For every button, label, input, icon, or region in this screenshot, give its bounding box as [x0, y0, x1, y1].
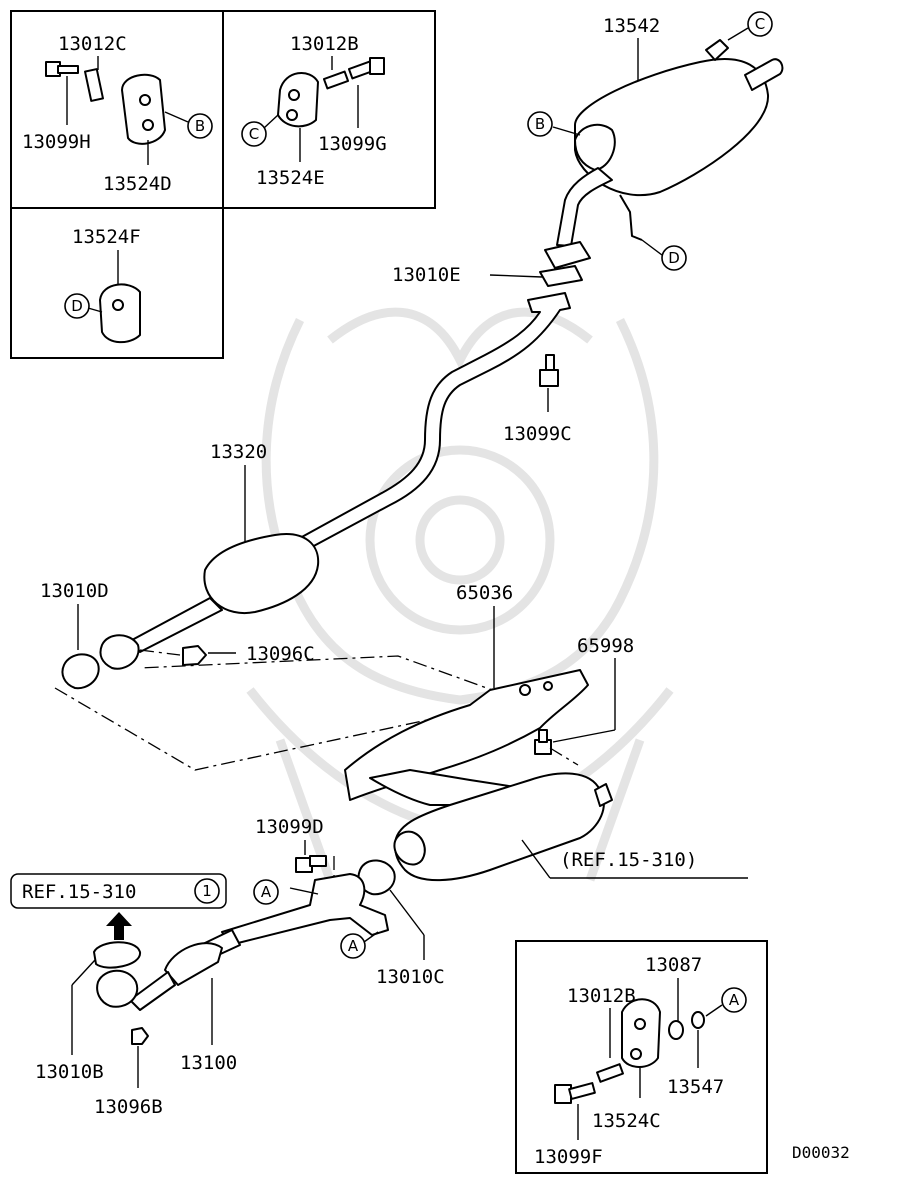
- gasket-13010e: [539, 265, 583, 287]
- nut-13096c: [182, 645, 207, 666]
- hanger-bracket-d: [619, 194, 643, 241]
- svg-text:1: 1: [202, 882, 212, 900]
- nut-13096b: [131, 1027, 149, 1045]
- label-13096c: 13096C: [246, 643, 315, 665]
- center-pipe-13320: [99, 292, 571, 670]
- label-13096b: 13096B: [94, 1096, 163, 1118]
- label-13087: 13087: [645, 954, 702, 976]
- hanger-13524e: [277, 72, 319, 128]
- label-13012c: 13012C: [58, 33, 127, 55]
- label-13010d: 13010D: [40, 580, 109, 602]
- inset-box-bottom: [515, 940, 768, 1174]
- catalytic-converter: [393, 772, 613, 882]
- callout-a-frontpipe-1: [253, 879, 279, 905]
- label-13320: 13320: [210, 441, 267, 463]
- callout-b-muffler: [527, 111, 553, 137]
- main-muffler-13542: [574, 39, 784, 197]
- bolt-65998: [534, 729, 552, 755]
- label-13010e: 13010E: [392, 264, 461, 286]
- svg-text:C: C: [249, 125, 259, 143]
- label-13012b-top: 13012B: [290, 33, 359, 55]
- hanger-13524d: [121, 73, 166, 145]
- bolt-13099f: [554, 1082, 596, 1104]
- label-65998: 65998: [577, 635, 634, 657]
- label-13099g: 13099G: [318, 133, 387, 155]
- label-ref-15-310-catalyst: (REF.15-310): [560, 849, 697, 871]
- ref-box-front[interactable]: [10, 873, 227, 909]
- label-13099h: 13099H: [22, 131, 91, 153]
- svg-text:D: D: [668, 249, 680, 267]
- label-65036: 65036: [456, 582, 513, 604]
- label-13010c: 13010C: [376, 966, 445, 988]
- ref-number-circle: [194, 878, 220, 904]
- callout-a-frontpipe-2: [340, 933, 366, 959]
- callout-a-inset: [721, 987, 747, 1013]
- nut-13547: [691, 1011, 705, 1029]
- label-13099f: 13099F: [534, 1146, 603, 1168]
- svg-text:B: B: [195, 117, 205, 135]
- svg-text:C: C: [755, 15, 765, 33]
- label-13524e: 13524E: [256, 167, 325, 189]
- flange-muffler: [544, 241, 591, 269]
- label-13542: 13542: [603, 15, 660, 37]
- diagram-id: D00032: [792, 1143, 850, 1162]
- svg-text:A: A: [729, 991, 740, 1009]
- washer-13087: [668, 1020, 684, 1040]
- label-ref-15-310-front: REF.15-310: [22, 881, 136, 903]
- callout-b-inset: [187, 113, 213, 139]
- hanger-13524f: [99, 283, 141, 344]
- bolt-13099d: [295, 855, 327, 873]
- svg-text:A: A: [261, 883, 272, 901]
- callout-c-muffler: [747, 11, 773, 37]
- hanger-13524c: [621, 998, 661, 1068]
- svg-text:B: B: [535, 115, 545, 133]
- label-13524d: 13524D: [103, 173, 172, 195]
- pin-13012b-top: [322, 70, 350, 90]
- label-13524c: 13524C: [592, 1110, 661, 1132]
- label-13524f: 13524F: [72, 226, 141, 248]
- label-13010b: 13010B: [35, 1061, 104, 1083]
- gasket-13010d: [61, 653, 100, 690]
- bolt-13099h: [45, 61, 79, 77]
- svg-text:D: D: [71, 297, 83, 315]
- svg-text:A: A: [348, 937, 359, 955]
- callout-d-muffler: [661, 245, 687, 271]
- muffler-inlet-pipe: [556, 167, 613, 247]
- front-pipe-13100: [96, 873, 389, 1011]
- label-13099d: 13099D: [255, 816, 324, 838]
- label-13099c: 13099C: [503, 423, 572, 445]
- bolt-13099c: [539, 354, 559, 387]
- label-13547: 13547: [667, 1076, 724, 1098]
- label-13012b-bottom: 13012B: [567, 985, 636, 1007]
- callout-d-inset: [64, 293, 90, 319]
- label-13100: 13100: [180, 1052, 237, 1074]
- callout-c-inset: [241, 121, 267, 147]
- pin-13012c: [84, 68, 104, 102]
- up-arrow-icon: [106, 912, 132, 940]
- pin-13012b-bottom: [596, 1063, 624, 1083]
- gasket-13010b: [93, 941, 141, 969]
- inset-box-13524f: [10, 207, 224, 359]
- bolt-13099g: [347, 57, 385, 80]
